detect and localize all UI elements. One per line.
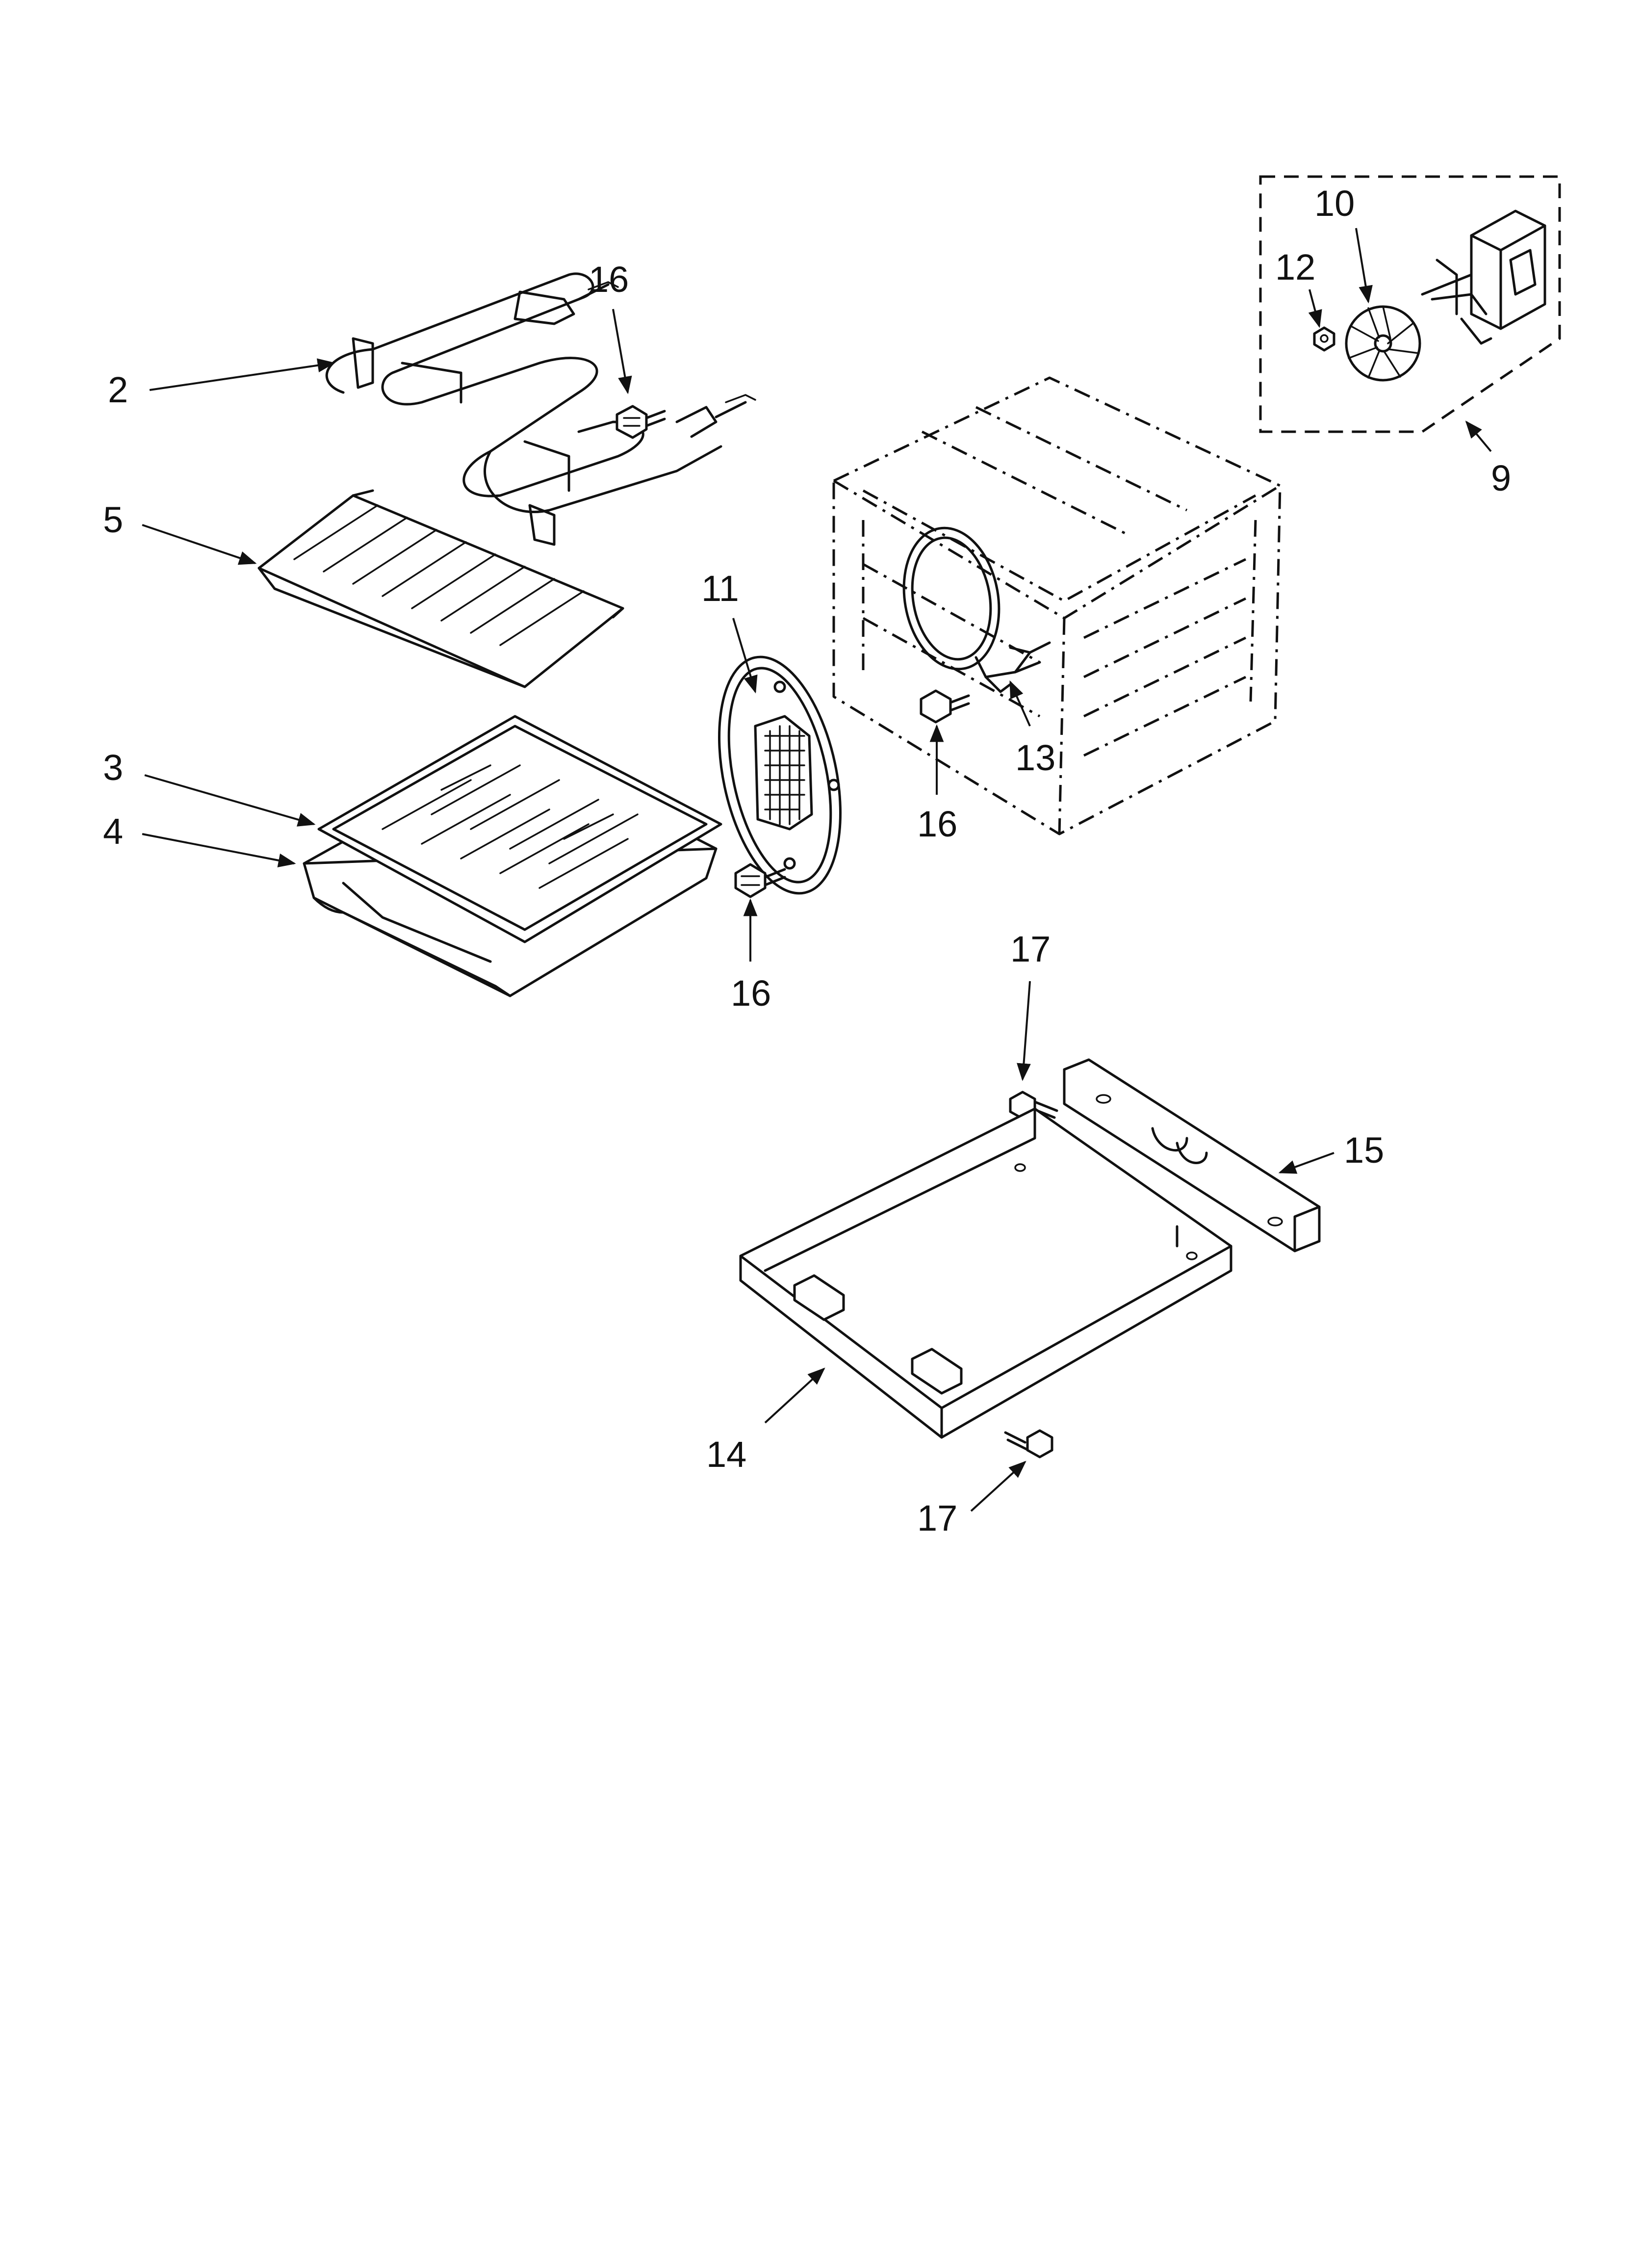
callout-17-top: 17 (1010, 929, 1051, 969)
broil-pan-grid (257, 489, 624, 688)
oven-cavity (832, 376, 1282, 835)
broil-element (325, 272, 756, 546)
callout-17-bottom: 17 (917, 1498, 957, 1538)
callout-11: 11 (701, 568, 739, 609)
bottom-panel (739, 1107, 1232, 1439)
leader-lines (142, 228, 1492, 1512)
callout-15: 15 (1344, 1130, 1384, 1171)
broil-pan-insert (317, 715, 722, 943)
callout-10: 10 (1314, 183, 1355, 224)
callout-16-middle: 16 (731, 973, 771, 1014)
callout-4: 4 (103, 811, 123, 852)
callout-16-cavity: 16 (917, 804, 957, 844)
callout-2: 2 (108, 369, 128, 410)
callout-16-top: 16 (589, 259, 629, 300)
callout-3: 3 (103, 747, 123, 788)
screw-16-cavity (920, 689, 970, 724)
callout-5: 5 (103, 499, 123, 540)
screw-17-bottom (1004, 1429, 1053, 1459)
bracket (1063, 1058, 1321, 1252)
callout-9: 9 (1491, 458, 1511, 498)
screw-16-middle (734, 863, 786, 898)
callout-labels: 2 5 3 4 16 11 16 16 13 12 10 9 17 15 14 … (103, 183, 1511, 1538)
screw-16-top (616, 405, 666, 439)
callout-14: 14 (706, 1434, 746, 1475)
callout-13: 13 (1015, 737, 1055, 778)
fan-cover (718, 655, 842, 895)
callout-12: 12 (1275, 247, 1315, 287)
fan-motor-assembly (1259, 175, 1561, 433)
convection-element (902, 526, 1051, 693)
